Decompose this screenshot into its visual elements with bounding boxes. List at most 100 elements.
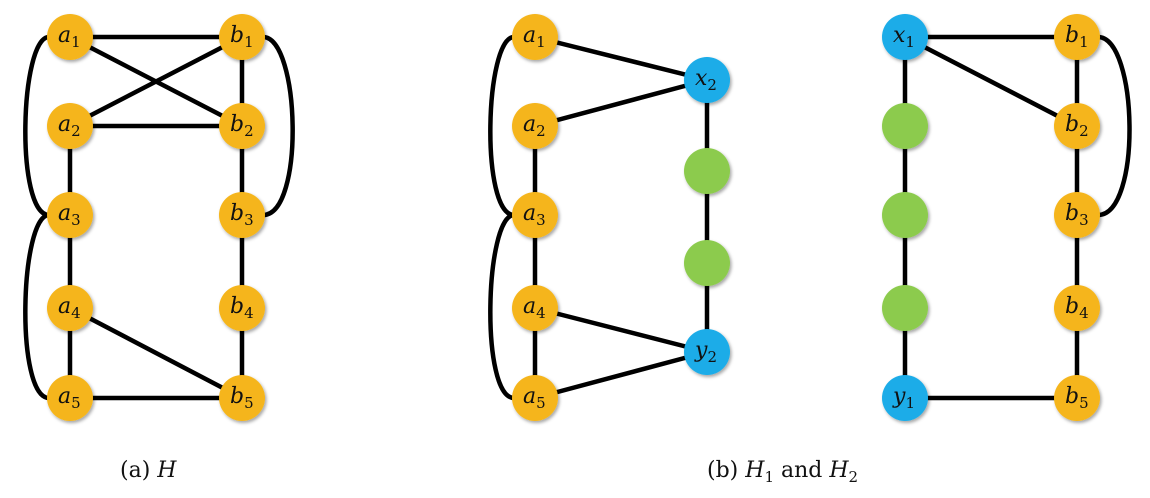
edge-H2-Ka1-Kx2	[532, 34, 710, 83]
node-letter: b	[230, 23, 244, 48]
caption-a: (a) H	[120, 458, 177, 483]
node-H1-Lg1	[882, 103, 928, 149]
edge-H1-Lb1-Lb3	[1095, 34, 1132, 218]
edge-H-Ha4-Hb5	[67, 305, 245, 401]
node-circle	[882, 285, 928, 331]
caption-b-g2-sub: 2	[849, 468, 859, 486]
node-subscript: 2	[536, 122, 546, 140]
node-letter: a	[58, 384, 71, 409]
node-subscript: 2	[71, 122, 81, 140]
caption-a-graph: H	[156, 458, 177, 483]
node-circle	[684, 329, 730, 375]
node-H1-b5: b5	[1054, 375, 1100, 421]
node-label: x2	[695, 66, 717, 94]
node-circle	[47, 375, 93, 421]
node-label: y2	[694, 338, 717, 366]
node-label: a1	[523, 23, 546, 51]
node-circle	[219, 192, 265, 238]
node-label: y1	[892, 384, 915, 412]
nodes-layer: a1a2a3a4a5b1b2b3b4b5a1a2a3a4a5x2y2x1y1b1…	[47, 14, 1100, 421]
node-H-a4: a4	[47, 285, 93, 331]
caption-b-prefix: (b)	[707, 458, 745, 483]
node-label: b2	[1065, 112, 1089, 140]
node-circle	[47, 285, 93, 331]
node-label: b3	[230, 201, 254, 229]
edge-H-Ha3-Ha5	[23, 212, 52, 401]
node-label: a2	[523, 112, 546, 140]
node-H2-a2: a2	[512, 103, 558, 149]
node-subscript: 5	[1079, 394, 1089, 412]
node-label: x1	[893, 23, 915, 51]
node-H2-y2: y2	[684, 329, 730, 375]
node-circle	[684, 148, 730, 194]
edges-layer	[23, 34, 1132, 401]
node-circle	[512, 103, 558, 149]
node-circle	[47, 103, 93, 149]
node-subscript: 3	[1079, 211, 1089, 229]
node-label: a3	[58, 201, 81, 229]
edge-H2-Ka5-Ky2	[532, 349, 710, 401]
node-H2-Kg1	[684, 148, 730, 194]
node-subscript: 4	[536, 304, 546, 322]
node-subscript: 1	[71, 33, 81, 51]
node-H1-b1: b1	[1054, 14, 1100, 60]
node-subscript: 2	[707, 76, 717, 94]
node-circle	[219, 375, 265, 421]
caption-b: (b) H1 and H2	[707, 458, 858, 486]
node-H-b3: b3	[219, 192, 265, 238]
node-subscript: 1	[536, 33, 546, 51]
node-H-b1: b1	[219, 14, 265, 60]
node-circle	[512, 375, 558, 421]
node-letter: b	[1065, 294, 1079, 319]
node-letter: y	[694, 338, 708, 363]
node-subscript: 5	[71, 394, 81, 412]
node-letter: a	[58, 201, 71, 226]
node-label: a3	[523, 201, 546, 229]
node-letter: a	[58, 112, 71, 137]
node-H-b5: b5	[219, 375, 265, 421]
node-subscript: 2	[244, 122, 254, 140]
node-circle	[47, 192, 93, 238]
node-letter: b	[1065, 23, 1079, 48]
caption-b-g2: H	[828, 458, 849, 483]
node-letter: a	[58, 294, 71, 319]
node-circle	[47, 14, 93, 60]
edge-H-Hb1-Hb3	[260, 34, 295, 218]
node-H-a2: a2	[47, 103, 93, 149]
node-H2-a5: a5	[512, 375, 558, 421]
node-circle	[882, 14, 928, 60]
node-letter: y	[892, 384, 906, 409]
node-letter: a	[523, 112, 536, 137]
node-letter: a	[523, 294, 536, 319]
node-circle	[684, 240, 730, 286]
node-circle	[512, 14, 558, 60]
caption-b-g1-sub: 1	[764, 468, 774, 486]
node-circle	[512, 192, 558, 238]
node-subscript: 1	[905, 394, 915, 412]
node-circle	[1054, 375, 1100, 421]
node-subscript: 1	[905, 33, 915, 51]
node-label: b5	[230, 384, 254, 412]
node-subscript: 5	[536, 394, 546, 412]
node-letter: x	[893, 23, 906, 48]
node-H-a3: a3	[47, 192, 93, 238]
node-letter: b	[230, 384, 244, 409]
node-circle	[219, 103, 265, 149]
edge-H1-Lx1-Lb2	[902, 34, 1080, 129]
node-letter: x	[695, 66, 708, 91]
edge-H-Ha1-Ha3	[23, 34, 52, 218]
node-H1-Lg2	[882, 192, 928, 238]
node-H1-b3: b3	[1054, 192, 1100, 238]
node-circle	[684, 57, 730, 103]
node-subscript: 2	[707, 348, 717, 366]
node-subscript: 4	[244, 304, 254, 322]
edge-H2-Ka1-Ka3	[488, 34, 517, 218]
node-subscript: 2	[1079, 122, 1089, 140]
node-H1-b2: b2	[1054, 103, 1100, 149]
node-letter: a	[523, 23, 536, 48]
node-label: a4	[523, 294, 546, 322]
node-label: b1	[1065, 23, 1089, 51]
node-H2-Kg2	[684, 240, 730, 286]
node-circle	[1054, 14, 1100, 60]
